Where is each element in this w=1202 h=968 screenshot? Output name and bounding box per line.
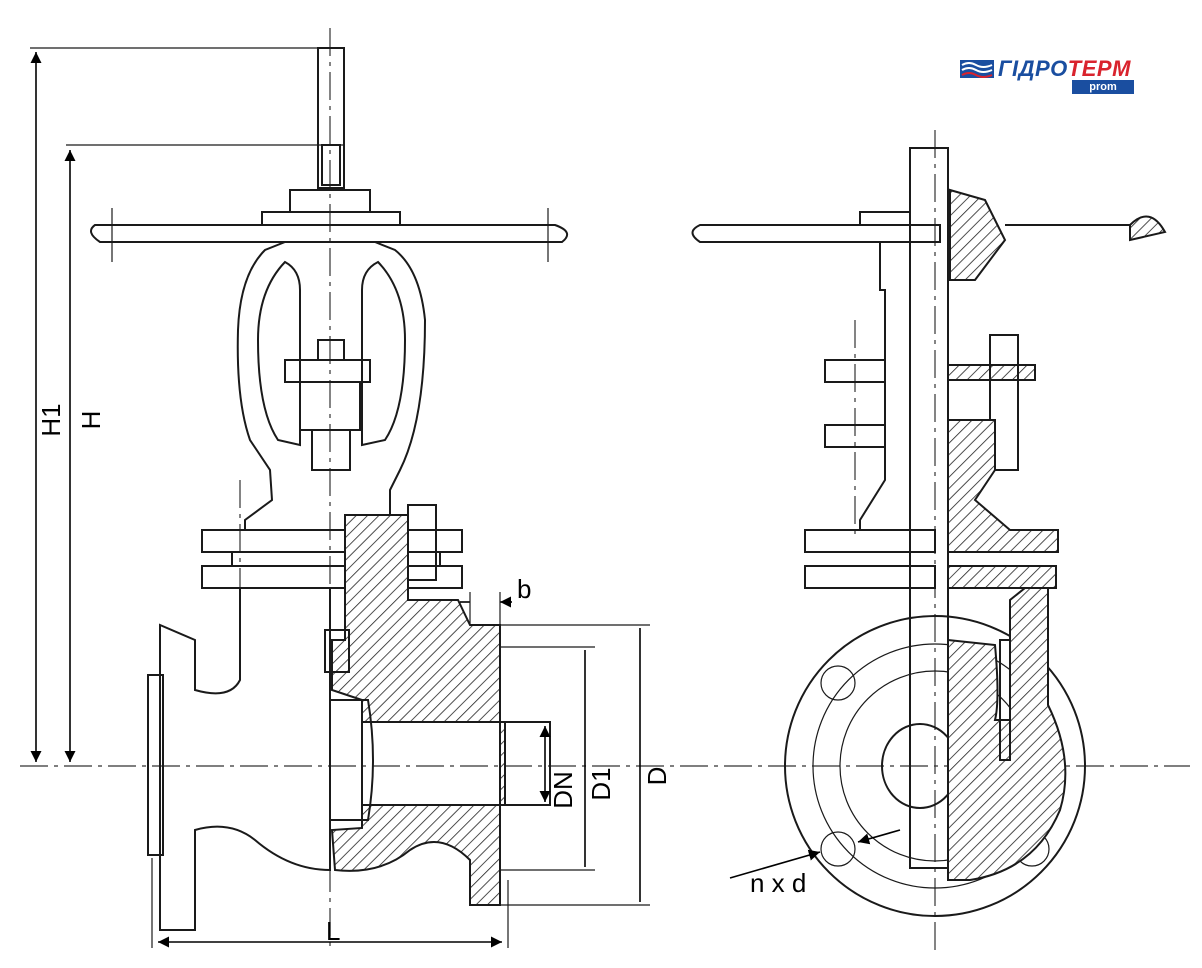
- front-view: [90, 47, 569, 931]
- label-b: b: [517, 574, 531, 604]
- label-dn: DN: [548, 771, 578, 809]
- logo-name-part2: ТЕРМ: [1067, 56, 1131, 81]
- logo-subtitle: prom: [1072, 80, 1134, 94]
- label-h1: H1: [36, 403, 66, 436]
- label-h: H: [76, 411, 106, 430]
- label-d1: D1: [586, 767, 616, 800]
- label-nxd: n x d: [750, 868, 806, 898]
- brand-logo: ГІДРОТЕРМ prom: [960, 56, 1140, 96]
- dimensions: [30, 47, 901, 948]
- label-d: D: [642, 767, 672, 786]
- logo-name-part1: ГІДРО: [998, 56, 1068, 81]
- side-view: [691, 147, 1167, 917]
- logo-name: ГІДРОТЕРМ: [998, 56, 1131, 82]
- logo-waves-icon: [960, 60, 994, 78]
- label-l: L: [326, 916, 340, 946]
